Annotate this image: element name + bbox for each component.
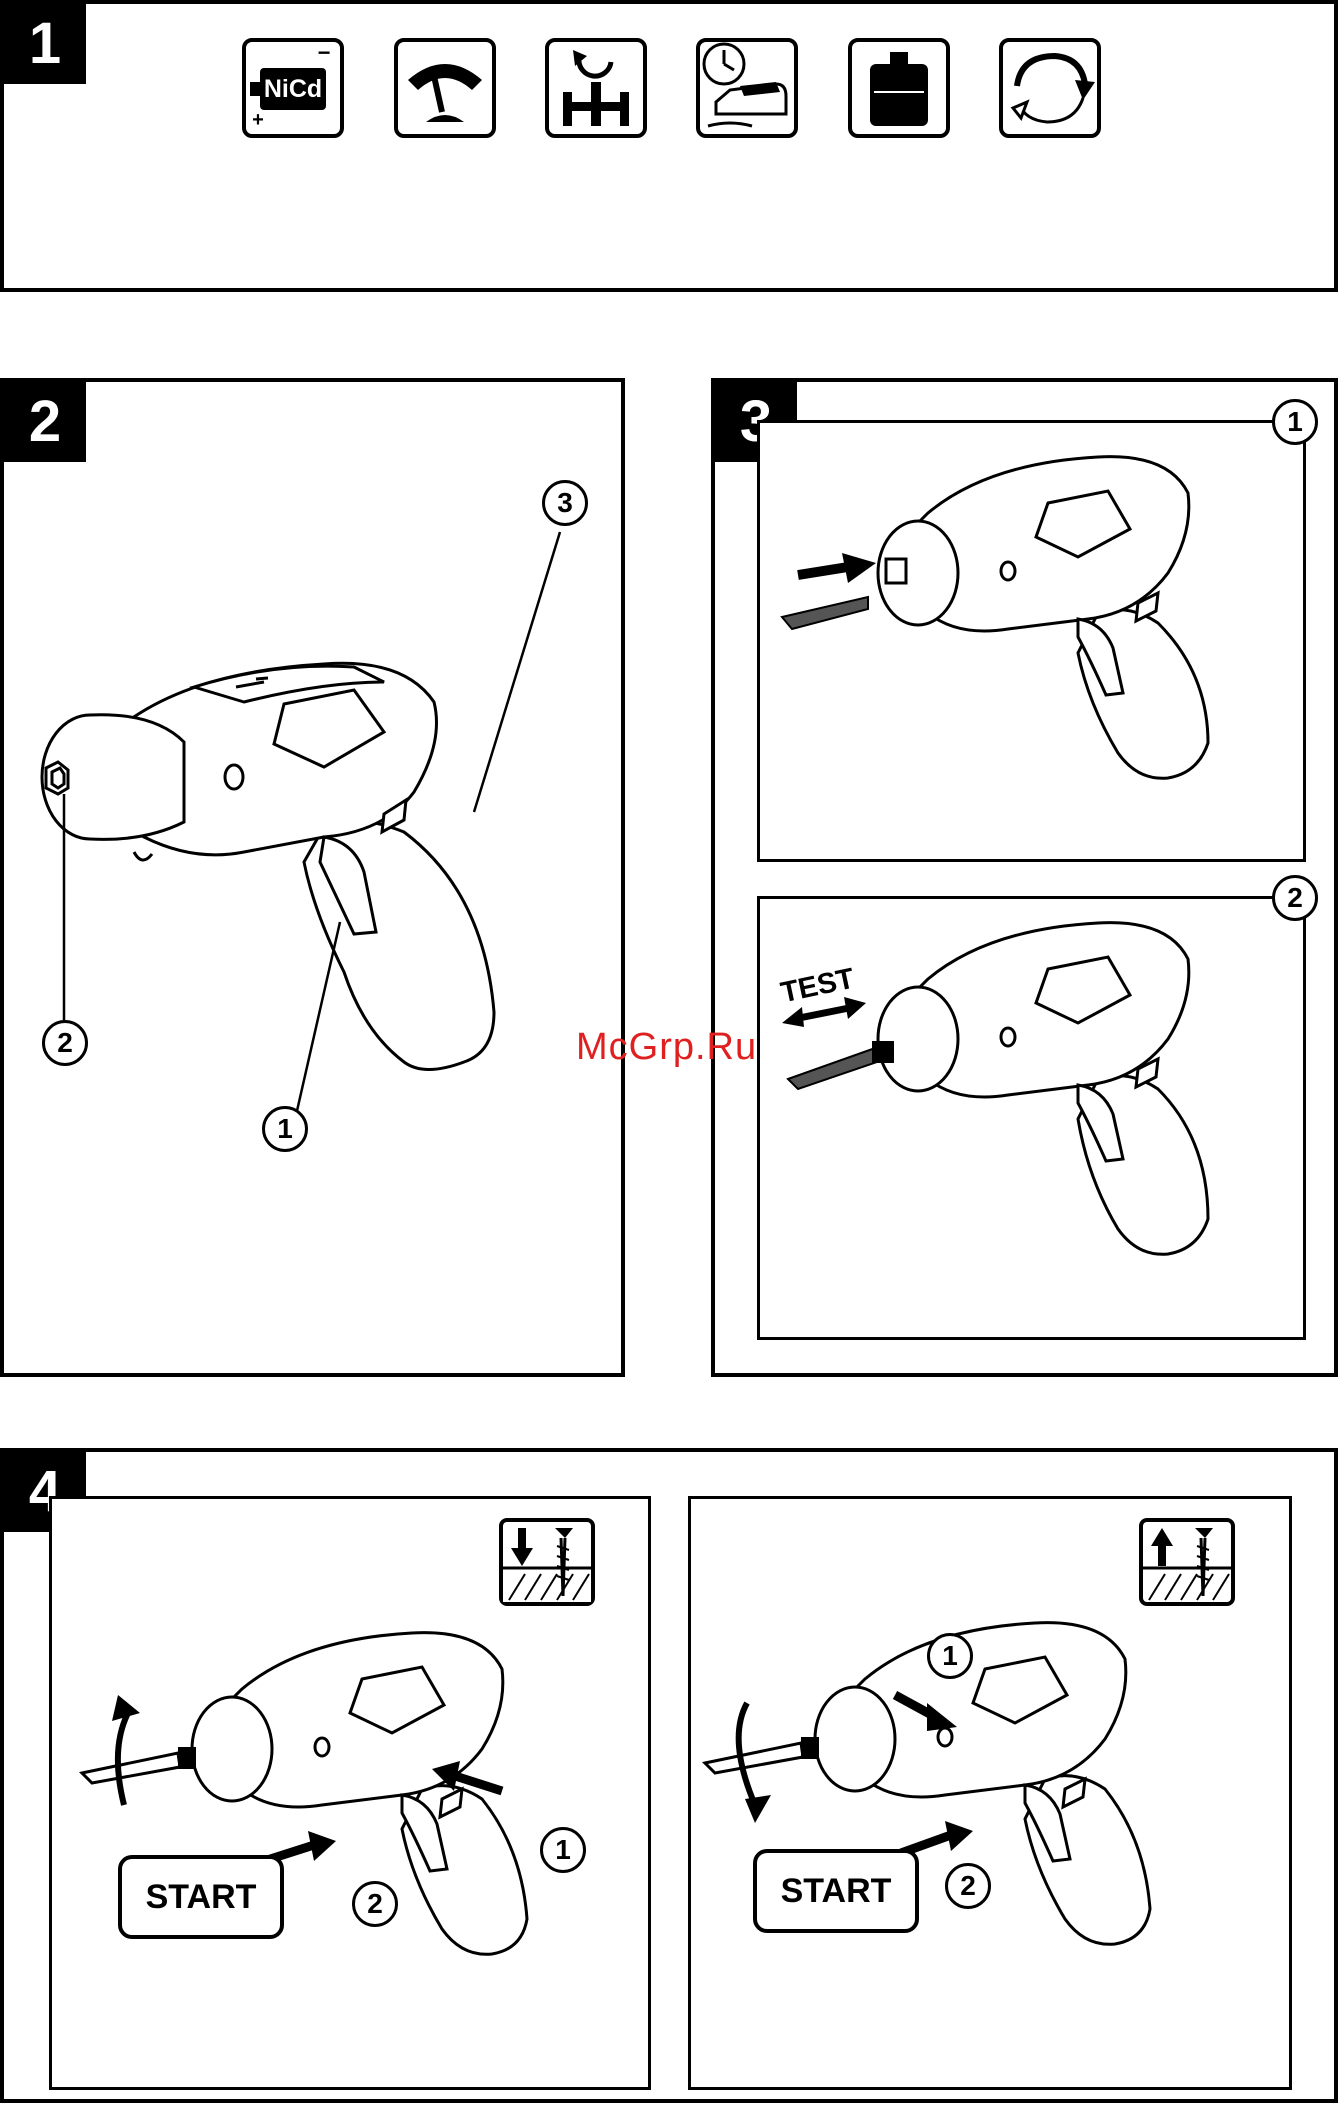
callout-1: 1 [540,1827,586,1873]
svg-text:+: + [252,109,264,131]
screwdriver-bit-insert-illustration [768,433,1298,853]
panel-4-screw-out: START 1 2 [688,1496,1292,2090]
panel-3-step-2: 2 [757,896,1306,1340]
panel-3-step-1: 1 [757,420,1306,862]
screw-in-icon [499,1518,595,1606]
weight-icon [848,38,950,138]
callout-2: 2 [945,1863,991,1909]
panel-3: 3 1 [711,378,1338,1377]
rotation-direction-icon [999,38,1101,138]
callout-3: 3 [542,480,588,526]
start-label: START [118,1855,284,1939]
svg-text:−: − [318,42,331,65]
start-label: START [753,1849,919,1933]
panel-number: 1 [4,4,86,84]
charging-time-icon [696,38,798,138]
battery-nicd-icon: NiCd − + [242,38,344,138]
panel-1: 1 NiCd − + [0,0,1338,292]
battery-label: NiCd [264,75,322,103]
screwdriver-reverse-illustration [705,1599,1275,2079]
callout-1: 1 [927,1633,973,1679]
step-badge-2: 2 [1272,875,1318,921]
panel-4: 4 [0,1448,1338,2103]
callout-2: 2 [42,1020,88,1066]
torque-adjust-icon [545,38,647,138]
speed-gauge-icon [394,38,496,138]
callout-1: 1 [262,1106,308,1152]
callout-2: 2 [352,1881,398,1927]
screw-out-icon [1139,1518,1235,1606]
panel-2: 2 [0,378,625,1377]
step-badge-1: 1 [1272,399,1318,445]
panel-4-screw-in: START 1 2 [49,1496,651,2090]
watermark: McGrp.Ru [576,1026,757,1069]
